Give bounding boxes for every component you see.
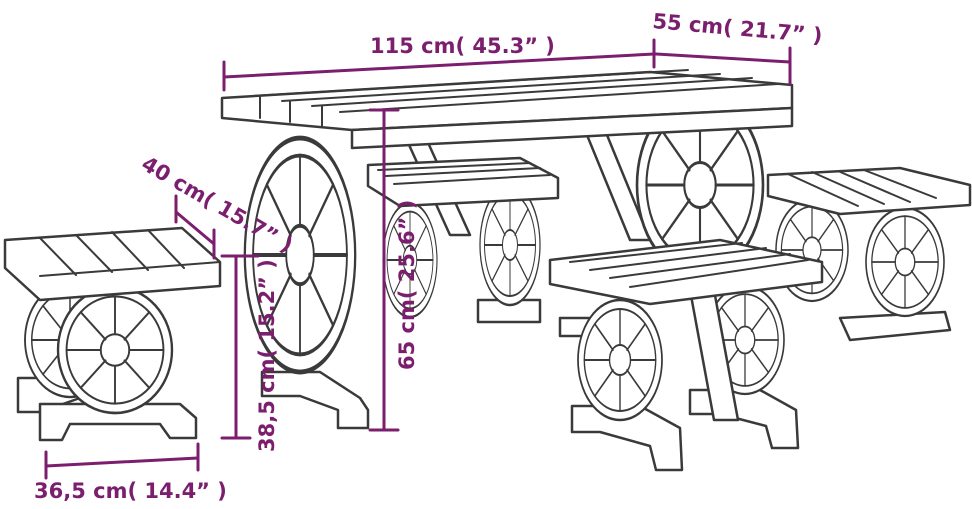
front-right-bench-illustration: [548, 238, 824, 472]
left-bench-illustration: [3, 226, 222, 442]
bench-depth-line: [174, 210, 216, 246]
bench-width-line: [44, 456, 200, 468]
bench-height-label: 38,5 cm( 15.2” ): [255, 259, 279, 452]
table-width-line: [654, 52, 792, 64]
right-back-bench-illustration: [766, 166, 972, 342]
bench-width-label: 36,5 cm( 14.4” ): [34, 479, 227, 503]
table-height-label: 65 cm( 25.6” ): [395, 200, 419, 370]
back-bench-illustration: [366, 156, 560, 324]
table-length-line: [222, 52, 656, 79]
picnic-table-illustration: [220, 69, 794, 430]
table-length-label: 115 cm( 45.3” ): [370, 34, 555, 58]
dimension-lines: [44, 38, 792, 480]
table-width-label: 55 cm( 21.7” ): [652, 9, 824, 48]
